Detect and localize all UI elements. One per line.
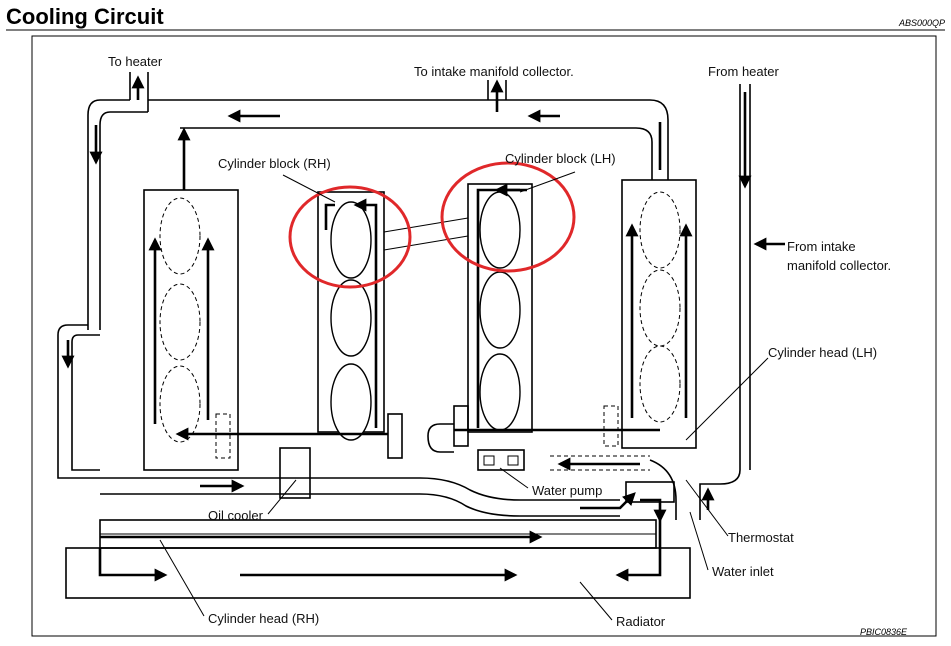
label-to-heater: To heater — [108, 54, 163, 69]
figure-code: PBIC0836E — [860, 627, 908, 637]
label-cylinder-head-lh: Cylinder head (LH) — [768, 345, 877, 360]
cylinder-block-lh — [383, 183, 533, 447]
label-from-intake-1: From intake — [787, 239, 856, 254]
doc-code: ABS000QP — [898, 18, 945, 28]
label-from-heater: From heater — [708, 64, 779, 79]
label-cylinder-block-rh: Cylinder block (RH) — [218, 156, 331, 171]
label-water-inlet: Water inlet — [712, 564, 774, 579]
highlight-circle-lh — [440, 161, 576, 273]
radiator — [65, 515, 691, 599]
label-radiator: Radiator — [616, 614, 666, 629]
label-oil-cooler: Oil cooler — [208, 508, 264, 523]
heater-pipes — [87, 72, 785, 470]
water-pump-housing — [477, 449, 525, 471]
cylinder-head-rh — [143, 127, 239, 471]
label-thermostat: Thermostat — [728, 530, 794, 545]
label-water-pump: Water pump — [532, 483, 602, 498]
leader-lines — [159, 171, 769, 621]
cylinder-block-rh — [317, 191, 403, 459]
label-cylinder-block-lh: Cylinder block (LH) — [505, 151, 616, 166]
cylinder-head-lh — [603, 179, 697, 449]
bypass-hose — [57, 324, 100, 479]
label-cylinder-head-rh: Cylinder head (RH) — [208, 611, 319, 626]
thermostat-assembly — [625, 459, 741, 523]
diagram-frame — [31, 35, 937, 637]
label-from-intake-2: manifold collector. — [787, 258, 891, 273]
coolant-gallery — [100, 423, 660, 517]
highlight-circle-rh — [288, 185, 412, 289]
oil-cooler-unit — [279, 447, 311, 499]
page-title: Cooling Circuit — [6, 4, 164, 29]
label-to-intake: To intake manifold collector. — [414, 64, 574, 79]
